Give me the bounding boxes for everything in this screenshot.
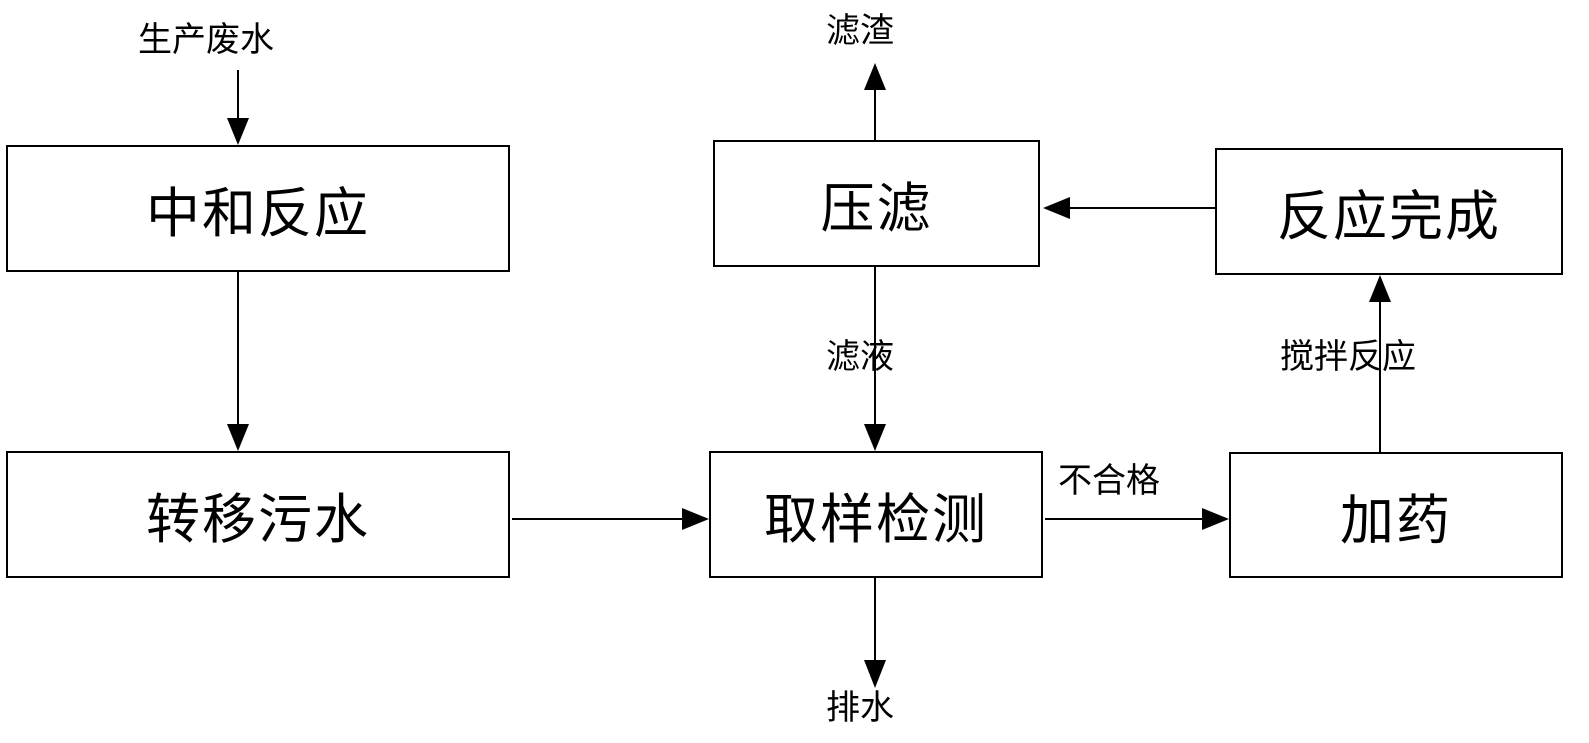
- sampling-test-box: 取样检测: [709, 451, 1043, 578]
- sampling-test-label: 取样检测: [764, 488, 988, 551]
- neutralization-box: 中和反应: [6, 145, 510, 272]
- arrowhead-right: [1202, 508, 1229, 530]
- arrowhead-right: [682, 508, 709, 530]
- dosing-label: 加药: [1340, 488, 1452, 552]
- press-filter-label: 压滤: [820, 177, 933, 240]
- production-wastewater-label: 生产废水: [138, 20, 274, 60]
- arrowhead-down: [227, 424, 249, 451]
- arrowhead-left: [1043, 197, 1070, 219]
- transfer-sewage-box: 转移污水: [6, 451, 510, 578]
- unqualified-label: 不合格: [1058, 461, 1160, 501]
- stir-reaction-label: 搅拌反应: [1280, 337, 1416, 377]
- transfer-sewage-label: 转移污水: [146, 488, 370, 551]
- arrowhead-up: [1369, 275, 1391, 302]
- neutralization-label: 中和反应: [146, 182, 370, 245]
- arrowhead-up: [864, 63, 886, 90]
- dosing-box: 加药: [1229, 452, 1563, 578]
- reaction-complete-label: 反应完成: [1277, 185, 1501, 248]
- press-filter-box: 压滤: [713, 140, 1040, 267]
- reaction-complete-box: 反应完成: [1215, 148, 1563, 275]
- filter-residue-label: 滤渣: [826, 11, 894, 51]
- filtrate-label: 滤液: [826, 337, 894, 377]
- arrowhead-down: [864, 660, 886, 688]
- arrowhead-down: [864, 424, 886, 451]
- discharge-label: 排水: [826, 688, 894, 728]
- arrowhead-down: [227, 118, 249, 145]
